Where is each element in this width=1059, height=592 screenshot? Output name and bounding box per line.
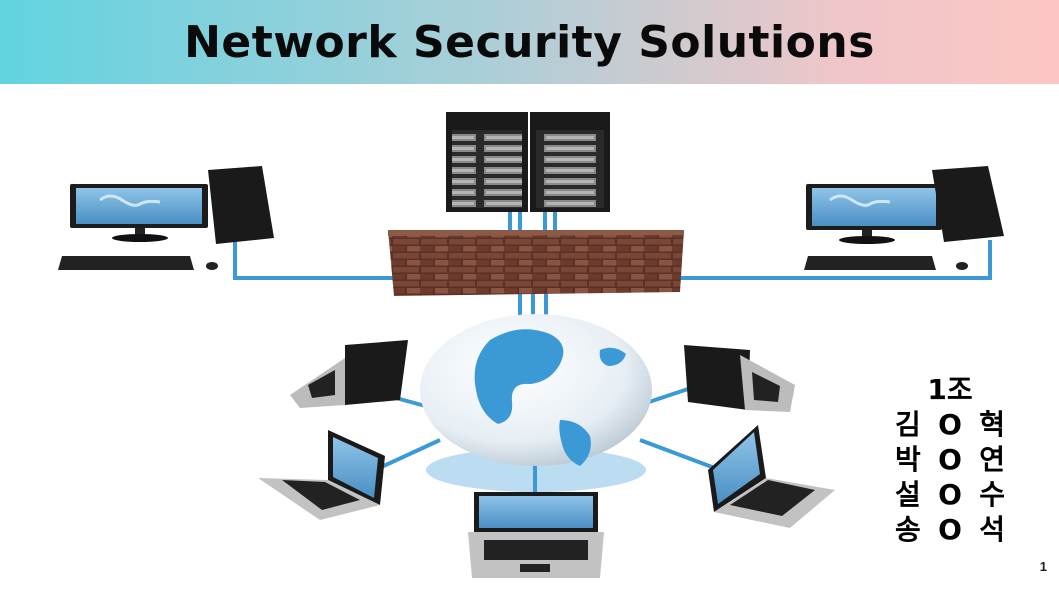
team-member-row: 김 O 혁 <box>895 407 1005 442</box>
firewall-icon <box>388 230 684 296</box>
laptop-icon <box>258 430 385 520</box>
team-member-row: 송 O 석 <box>895 512 1005 547</box>
team-members: 1조 김 O 혁 박 O 연 설 O 수 송 O 석 <box>895 372 1005 547</box>
member-family-name: 김 <box>895 408 921 441</box>
laptop-icon <box>684 345 795 412</box>
slide-title: Network Security Solutions <box>184 16 875 68</box>
member-given-name: 연 <box>979 443 1005 476</box>
globe-icon <box>420 314 652 492</box>
member-family-name: 설 <box>895 478 921 511</box>
laptop-icon <box>468 492 604 578</box>
member-given-name: 석 <box>979 513 1005 546</box>
team-group-label: 1조 <box>927 373 973 406</box>
member-masked-name: O <box>938 443 962 476</box>
member-masked-name: O <box>938 408 962 441</box>
laptop-icon <box>708 425 835 528</box>
member-family-name: 박 <box>895 443 921 476</box>
member-masked-name: O <box>938 478 962 511</box>
server-rack-icon <box>446 112 610 212</box>
member-masked-name: O <box>938 513 962 546</box>
desktop-computer-icon <box>58 166 274 270</box>
member-given-name: 혁 <box>979 408 1005 441</box>
team-member-row: 설 O 수 <box>895 477 1005 512</box>
member-given-name: 수 <box>979 478 1005 511</box>
network-illustration <box>58 112 1004 578</box>
laptop-icon <box>290 340 408 408</box>
team-member-row: 박 O 연 <box>895 442 1005 477</box>
desktop-computer-icon <box>804 166 1004 270</box>
page-number: 1 <box>1039 559 1047 574</box>
title-banner: Network Security Solutions <box>0 0 1059 84</box>
member-family-name: 송 <box>895 513 921 546</box>
